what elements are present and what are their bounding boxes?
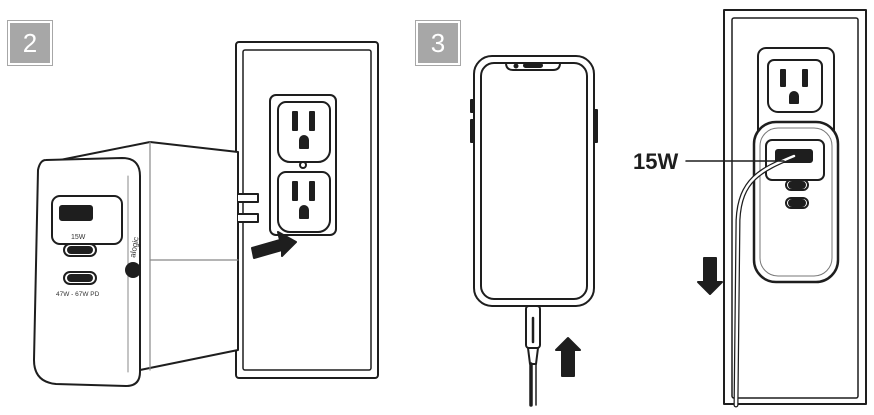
brand-logo-text: alogic <box>128 236 140 258</box>
charger-port-label-pd: 47W - 67W PD <box>56 291 100 298</box>
charger-body <box>33 141 259 387</box>
step-number-badge-3: 3 <box>415 20 461 66</box>
arrow-right-icon <box>251 231 297 259</box>
usb-cable-plug <box>525 305 541 407</box>
panel-step-2: 15W 47W - 67W PD alogic <box>33 41 379 387</box>
usb-a-port <box>59 205 93 221</box>
charger-port-label-15w: 15W <box>71 234 86 241</box>
panel-step-3 <box>470 9 867 408</box>
arrow-up-icon <box>555 337 581 377</box>
power-callout-label: 15W <box>633 149 678 174</box>
wall-outlet-plate <box>235 41 379 379</box>
smartphone <box>470 55 598 307</box>
step-number-badge-2: 2 <box>7 20 53 66</box>
arrow-down-icon <box>697 257 723 295</box>
charger-front <box>752 120 840 284</box>
brand-logo-icon <box>125 262 141 278</box>
